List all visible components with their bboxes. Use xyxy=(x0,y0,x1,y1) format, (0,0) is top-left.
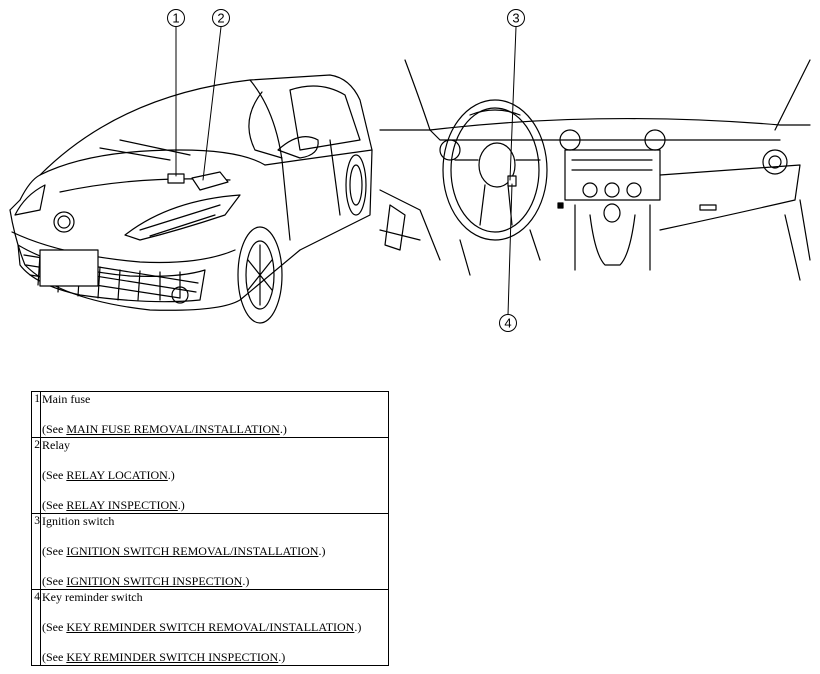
callout-3-circle xyxy=(507,9,525,27)
part-reference: (See RELAY LOCATION.) xyxy=(42,468,388,483)
relay-inspection-link[interactable]: RELAY INSPECTION xyxy=(66,498,178,512)
part-reference: (See KEY REMINDER SWITCH REMOVAL/INSTALL… xyxy=(42,620,388,635)
ref-suffix: .) xyxy=(167,468,175,482)
ref-suffix: .) xyxy=(242,574,250,588)
ref-suffix: .) xyxy=(279,422,287,436)
component-location-figure: 1 2 3 4 xyxy=(9,9,811,332)
callout-1-circle xyxy=(167,9,185,27)
ref-prefix: (See xyxy=(42,650,67,664)
key-reminder-switch-removal-link[interactable]: KEY REMINDER SWITCH REMOVAL/INSTALLATION xyxy=(66,620,355,634)
part-description: Key reminder switch (See KEY REMINDER SW… xyxy=(40,589,389,666)
table-row: 1 Main fuse (See MAIN FUSE REMOVAL/INSTA… xyxy=(31,391,389,438)
dashboard-illustration xyxy=(379,59,811,281)
part-description: Relay (See RELAY LOCATION.) (See RELAY I… xyxy=(40,437,389,514)
ignition-switch-removal-link[interactable]: IGNITION SWITCH REMOVAL/INSTALLATION xyxy=(66,544,319,558)
ignition-switch-inspection-link[interactable]: IGNITION SWITCH INSPECTION xyxy=(66,574,243,588)
part-name: Relay xyxy=(42,438,70,452)
ref-prefix: (See xyxy=(42,498,67,512)
part-number: 4 xyxy=(31,589,41,666)
table-row: 2 Relay (See RELAY LOCATION.) (See RELAY… xyxy=(31,437,389,514)
callout-2-circle xyxy=(212,9,230,27)
ref-suffix: .) xyxy=(318,544,326,558)
table-row: 4 Key reminder switch (See KEY REMINDER … xyxy=(31,589,389,666)
ref-suffix: .) xyxy=(278,650,286,664)
parts-legend-table: 1 Main fuse (See MAIN FUSE REMOVAL/INSTA… xyxy=(31,391,389,666)
ref-prefix: (See xyxy=(42,574,67,588)
part-name: Ignition switch xyxy=(42,514,115,528)
ref-suffix: .) xyxy=(354,620,362,634)
part-description: Main fuse (See MAIN FUSE REMOVAL/INSTALL… xyxy=(40,391,389,438)
component-location-diagram: 1 2 3 4 xyxy=(9,9,811,332)
callout-2-label: 2 xyxy=(217,11,224,26)
part-number: 3 xyxy=(31,513,41,590)
ref-prefix: (See xyxy=(42,620,67,634)
part-reference: (See IGNITION SWITCH REMOVAL/INSTALLATIO… xyxy=(42,544,388,559)
part-reference: (See KEY REMINDER SWITCH INSPECTION.) xyxy=(42,650,388,665)
part-name: Key reminder switch xyxy=(42,590,143,604)
ref-suffix: .) xyxy=(177,498,185,512)
callout-1-label: 1 xyxy=(172,11,179,26)
ref-prefix: (See xyxy=(42,468,67,482)
part-name: Main fuse xyxy=(42,392,91,406)
callout-3-label: 3 xyxy=(512,11,519,26)
main-fuse-removal-link[interactable]: MAIN FUSE REMOVAL/INSTALLATION xyxy=(66,422,280,436)
ref-prefix: (See xyxy=(42,422,67,436)
part-reference: (See IGNITION SWITCH INSPECTION.) xyxy=(42,574,388,589)
part-number: 1 xyxy=(31,391,41,438)
part-number: 2 xyxy=(31,437,41,514)
part-description: Ignition switch (See IGNITION SWITCH REM… xyxy=(40,513,389,590)
key-reminder-switch-inspection-link[interactable]: KEY REMINDER SWITCH INSPECTION xyxy=(66,650,279,664)
table-row: 3 Ignition switch (See IGNITION SWITCH R… xyxy=(31,513,389,590)
callout-4-circle xyxy=(499,314,517,332)
car-illustration xyxy=(9,74,373,324)
part-reference: (See MAIN FUSE REMOVAL/INSTALLATION.) xyxy=(42,422,388,437)
callout-4-label: 4 xyxy=(504,316,511,331)
relay-location-link[interactable]: RELAY LOCATION xyxy=(66,468,168,482)
part-reference: (See RELAY INSPECTION.) xyxy=(42,498,388,513)
callout-leaders xyxy=(175,26,517,316)
ref-prefix: (See xyxy=(42,544,67,558)
